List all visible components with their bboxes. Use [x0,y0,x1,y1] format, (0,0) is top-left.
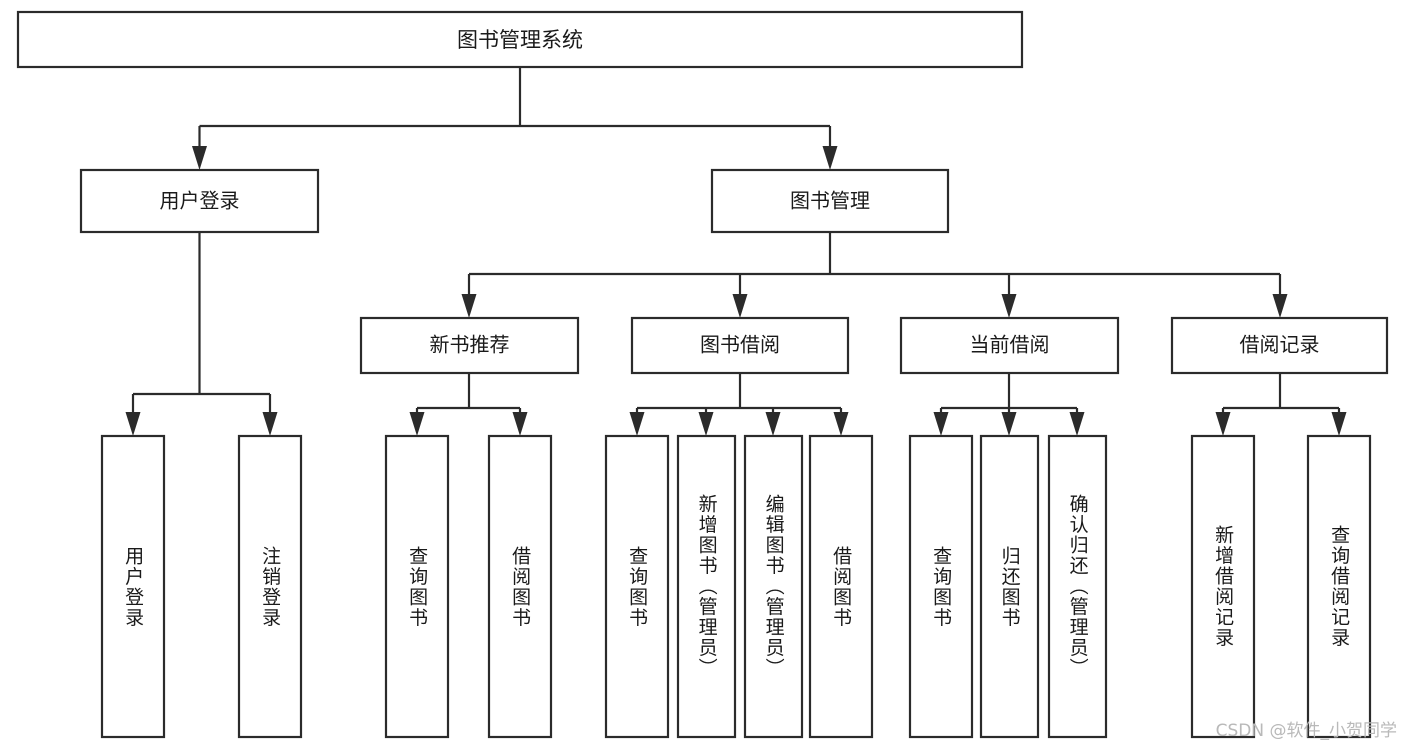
node-book-manage-label: 图书管理 [790,189,870,213]
node-user-login-box[interactable] [79,168,320,234]
leaf-borrow-book-1-box[interactable] [487,434,553,739]
node-new-book-recommend-label: 新书推荐 [430,333,510,357]
leaf-query-book-3-box[interactable] [908,434,974,739]
arrow-to-leaf-add-book [698,412,714,436]
leaf-borrow-book-2-box[interactable] [808,434,874,739]
leaf-query-book-1-box[interactable] [384,434,450,739]
arrow-to-borrow-record [1272,294,1288,318]
leaf-user-login-box[interactable] [100,434,166,739]
node-current-borrow-label: 当前借阅 [970,333,1050,357]
leaf-layer [100,434,1372,739]
node-user-login[interactable]: 用户登录 [79,168,320,234]
arrow-to-leaf-borrow-book-1 [512,412,528,436]
node-new-book-recommend[interactable]: 新书推荐 [359,316,580,375]
arrow-to-new-book-recommend [461,294,477,318]
arrow-to-leaf-borrow-book-2 [833,412,849,436]
node-new-book-recommend-box[interactable] [359,316,580,375]
node-root[interactable]: 图书管理系统 [16,10,1024,69]
arrow-to-leaf-logout-login [262,412,278,436]
arrow-to-current-borrow [1001,294,1017,318]
leaf-add-book-box[interactable] [676,434,737,739]
node-borrow-record[interactable]: 借阅记录 [1170,316,1389,375]
node-book-manage-box[interactable] [710,168,950,234]
leaf-return-book-box[interactable] [979,434,1040,739]
leaf-add-record-box[interactable] [1190,434,1256,739]
leaf-edit-book-box[interactable] [743,434,804,739]
arrow-to-leaf-query-record [1331,412,1347,436]
leaf-query-book-2-box[interactable] [604,434,670,739]
arrow-to-leaf-user-login [125,412,141,436]
node-current-borrow[interactable]: 当前借阅 [899,316,1120,375]
node-current-borrow-box[interactable] [899,316,1120,375]
arrow-to-leaf-add-record [1215,412,1231,436]
node-book-borrow[interactable]: 图书借阅 [630,316,850,375]
node-borrow-record-box[interactable] [1170,316,1389,375]
arrow-to-leaf-query-book-3 [933,412,949,436]
node-root-box[interactable] [16,10,1024,69]
arrow-to-book-borrow [732,294,748,318]
csdn-watermark: CSDN @软件_小贺同学 [1215,721,1397,741]
node-book-borrow-label: 图书借阅 [700,333,780,357]
node-root-label: 图书管理系统 [457,28,583,52]
leaf-query-record-box[interactable] [1306,434,1372,739]
arrow-to-leaf-return-book [1001,412,1017,436]
node-borrow-record-label: 借阅记录 [1240,333,1320,357]
connector-layer [125,67,1347,436]
leaf-confirm-return-box[interactable] [1047,434,1108,739]
arrow-to-leaf-query-book-2 [629,412,645,436]
arrow-to-user-login [192,146,207,170]
arrow-to-leaf-query-book-1 [409,412,425,436]
node-book-manage[interactable]: 图书管理 [710,168,950,234]
leaf-logout-login-box[interactable] [237,434,303,739]
arrow-to-leaf-edit-book [765,412,781,436]
node-book-borrow-box[interactable] [630,316,850,375]
node-user-login-label: 用户登录 [160,189,240,213]
arrow-to-book-manage [822,146,838,170]
arrow-to-leaf-confirm-return [1069,412,1085,436]
